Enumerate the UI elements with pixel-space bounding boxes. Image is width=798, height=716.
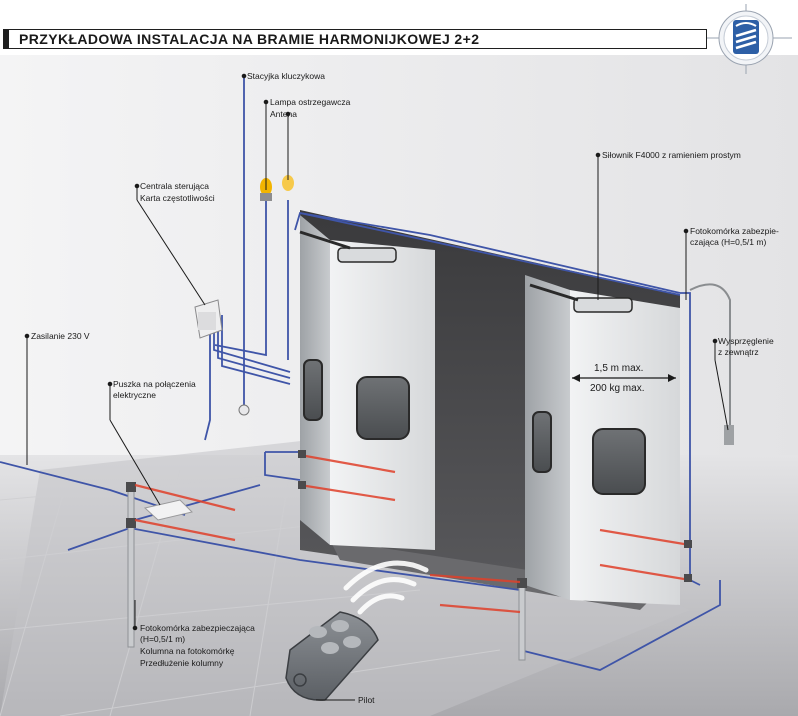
photocell-left-upper <box>126 482 136 492</box>
label-key-switch: Stacyjka kluczykowa <box>247 71 325 81</box>
wiring <box>0 75 721 671</box>
photocell-beams <box>134 453 691 614</box>
photocell-door-left-2 <box>298 481 306 489</box>
photocell-door-left-1 <box>298 450 306 458</box>
page-title: PRZYKŁADOWA INSTALACJA NA BRAMIE HARMONI… <box>19 31 480 47</box>
label-control-unit: Centrala sterująca <box>140 181 209 191</box>
label-actuator: Siłownik F4000 z ramieniem prostym <box>602 150 741 160</box>
label-photocell-column: Kolumna na fotokomórkę <box>140 646 235 656</box>
title-bar: PRZYKŁADOWA INSTALACJA NA BRAMIE HARMONI… <box>3 29 707 49</box>
photocell-column-right <box>518 579 526 661</box>
label-junction-box: Puszka na połączenia <box>113 379 196 389</box>
dimension-width: 1,5 m max. <box>594 363 644 374</box>
label-frequency-card: Karta częstotliwości <box>140 193 215 203</box>
radio-waves-icon <box>343 560 429 615</box>
dimension-arrow <box>572 374 676 382</box>
lamp-base <box>260 193 272 201</box>
junction-box <box>143 499 193 521</box>
right-actuator <box>573 297 633 313</box>
label-external-release-1: Wysprzęglenie <box>718 336 774 346</box>
label-external-release-2: z zewnątrz <box>718 347 759 357</box>
photocell-door-right-2 <box>684 574 692 582</box>
dimension-weight: 200 kg max. <box>590 383 645 394</box>
label-photocell-left-1: Fotokomórka zabezpieczająca <box>140 623 255 633</box>
left-actuator <box>337 247 397 263</box>
label-warning-lamp: Lampa ostrzegawcza <box>270 97 351 107</box>
right-inner-window <box>532 411 552 473</box>
label-leaders <box>24 73 729 701</box>
right-actuator-arm <box>529 283 579 302</box>
remote-control <box>285 611 379 701</box>
remote-keyring-hole <box>293 673 307 687</box>
label-power-supply: Zasilanie 230 V <box>31 331 90 341</box>
release-cable <box>689 283 731 430</box>
photocell-door-right-1 <box>684 540 692 548</box>
company-logo-icon <box>700 4 792 74</box>
left-outer-window <box>303 359 323 421</box>
photocell-left-lower <box>126 518 136 528</box>
remote-button-2 <box>331 620 349 632</box>
photocell-column-left <box>127 484 135 648</box>
key-switch <box>238 404 250 416</box>
label-photocell-left-2: (H=0,5/1 m) <box>140 634 186 644</box>
label-column-extension: Przedłużenie kolumny <box>140 658 224 668</box>
label-photocell-right-2: czająca (H=0,5/1 m) <box>690 237 767 247</box>
photocell-right-upper <box>517 578 527 588</box>
left-door-window <box>356 376 410 440</box>
label-remote: Pilot <box>358 695 375 705</box>
remote-button-4 <box>343 636 361 648</box>
control-unit-front <box>198 312 216 330</box>
remote-button-1 <box>309 626 327 638</box>
label-antenna: Antena <box>270 109 297 119</box>
remote-button-3 <box>321 642 339 654</box>
label-junction-box-2: elektryczne <box>113 390 156 400</box>
left-actuator-arm <box>299 230 351 250</box>
label-photocell-right-1: Fotokomórka zabezpie- <box>690 226 779 236</box>
warning-lamp-right <box>282 175 294 191</box>
external-release-handle <box>724 425 734 445</box>
right-door-window <box>592 428 646 495</box>
